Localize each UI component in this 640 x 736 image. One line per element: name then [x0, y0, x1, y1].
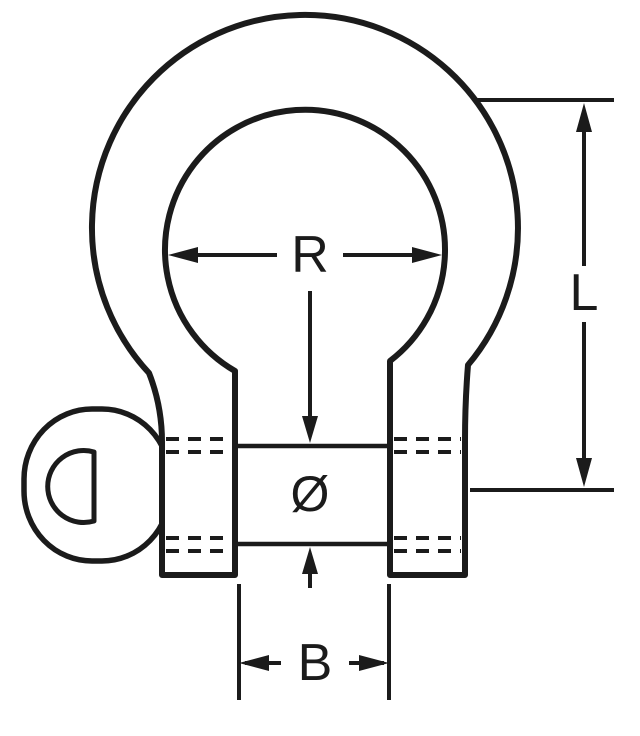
arrowhead-right-icon	[412, 247, 442, 263]
arrowhead-left-icon	[239, 655, 269, 671]
arrowhead-up-icon	[302, 547, 318, 574]
diameter-label: Ø	[291, 466, 330, 522]
arrowhead-down-icon	[576, 458, 592, 487]
radius-label: R	[291, 226, 329, 284]
arrowhead-left-icon	[168, 247, 198, 263]
hidden-pin-lines	[166, 437, 461, 553]
pin-head-slot	[45, 448, 97, 525]
shackle-body	[88, 11, 521, 578]
pin-edges	[235, 443, 390, 547]
radius-dimension: R	[168, 226, 442, 443]
arrowhead-up-icon	[576, 103, 592, 132]
arrowhead-down-icon	[302, 416, 318, 443]
arrowhead-right-icon	[359, 655, 389, 671]
width-dimension: B	[237, 584, 391, 700]
width-label: B	[298, 634, 333, 692]
length-dimension: L	[470, 98, 614, 492]
diameter-dimension: Ø	[291, 466, 330, 588]
length-label: L	[570, 264, 599, 322]
